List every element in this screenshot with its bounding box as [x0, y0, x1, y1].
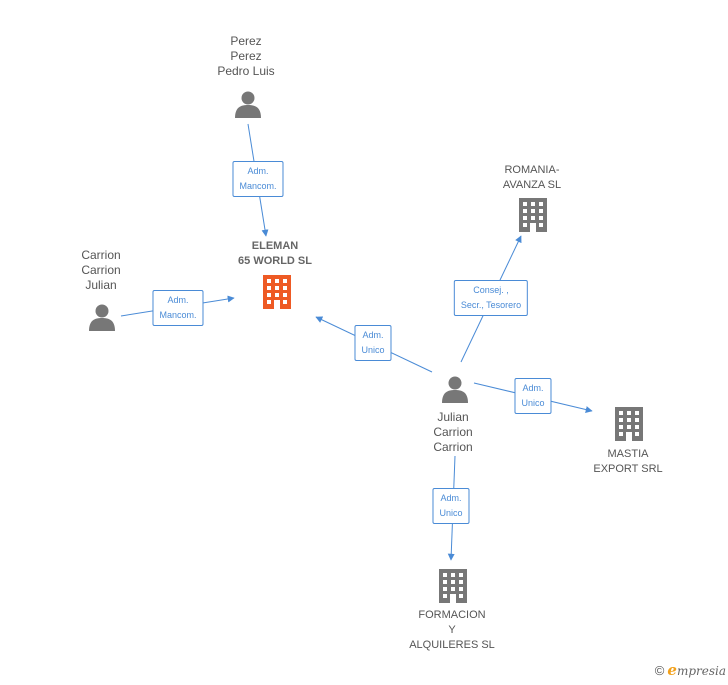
node-label-line: Julian [437, 410, 469, 424]
node-label-line: FORMACION [418, 609, 486, 621]
node-label-line: AVANZA SL [502, 179, 562, 191]
node-label-line: Perez [230, 49, 262, 63]
node-label-line: ROMANIA- [504, 164, 560, 176]
building-icon[interactable] [518, 198, 548, 232]
edge-label-line: Unico [361, 345, 385, 355]
node-label-carrion-julian[interactable]: Carrion Carrion Julian [81, 248, 120, 293]
node-label-eleman[interactable]: ELEMAN 65 WORLD SL [238, 239, 312, 269]
node-label-line: Carrion [81, 263, 121, 277]
node-label-mastia[interactable]: MASTIA EXPORT SRL [593, 447, 662, 477]
edge-label-line: Adm. [247, 166, 269, 176]
edge-label-line: Adm. [167, 295, 189, 305]
footer-brand: © empresia [655, 661, 726, 679]
edge-label-line: Mancom. [159, 310, 197, 320]
node-label-line: EXPORT SRL [593, 463, 663, 475]
edge-label-line: Adm. [522, 383, 544, 393]
edge-label-julian-eleman[interactable]: Adm. Unico [354, 325, 392, 361]
node-label-julian-carrion[interactable]: Julian Carrion Carrion [433, 410, 472, 455]
node-label-romania[interactable]: ROMANIA- AVANZA SL [503, 163, 561, 193]
node-label-line: ALQUILERES SL [409, 639, 495, 651]
edge-label-julian-formacion[interactable]: Adm. Unico [432, 488, 470, 524]
node-label-line: 65 WORLD SL [238, 255, 312, 267]
edge-label-line: Adm. [440, 493, 462, 503]
node-label-line: MASTIA [607, 448, 649, 460]
edge-label-line: Mancom. [239, 181, 277, 191]
edge-label-carrion-eleman[interactable]: Adm. Mancom. [152, 290, 204, 326]
building-icon[interactable] [614, 407, 644, 441]
edge-label-line: Consej. , [473, 285, 509, 295]
node-label-line: Carrion [81, 248, 121, 262]
node-label-perez[interactable]: Perez Perez Pedro Luis [217, 34, 274, 79]
building-icon-focus[interactable] [262, 275, 292, 309]
node-label-line: Y [448, 624, 456, 636]
node-label-line: ELEMAN [251, 240, 299, 252]
edge-label-line: Secr., Tesorero [460, 300, 522, 310]
node-label-line: Carrion [433, 425, 473, 439]
node-label-line: Julian [85, 278, 117, 292]
person-icon[interactable] [87, 302, 117, 332]
edge-label-perez-eleman[interactable]: Adm. Mancom. [232, 161, 284, 197]
copyright-icon: © [654, 662, 665, 678]
edge-label-line: Adm. [362, 330, 384, 340]
edge-label-julian-mastia[interactable]: Adm. Unico [514, 378, 552, 414]
person-icon[interactable] [440, 374, 470, 404]
person-icon[interactable] [233, 89, 263, 119]
edge-label-line: Unico [521, 398, 545, 408]
brand-name: mpresia [676, 664, 726, 678]
edge-label-line: Unico [439, 508, 463, 518]
building-icon[interactable] [438, 569, 468, 603]
edge-label-julian-romania[interactable]: Consej. , Secr., Tesorero [453, 280, 529, 316]
node-label-line: Perez [230, 34, 262, 48]
node-label-line: Carrion [433, 440, 473, 454]
node-label-formacion[interactable]: FORMACION Y ALQUILERES SL [409, 608, 495, 653]
brand-initial: e [667, 661, 677, 679]
brand-logo[interactable]: empresia [667, 661, 726, 679]
node-label-line: Pedro Luis [217, 64, 275, 78]
